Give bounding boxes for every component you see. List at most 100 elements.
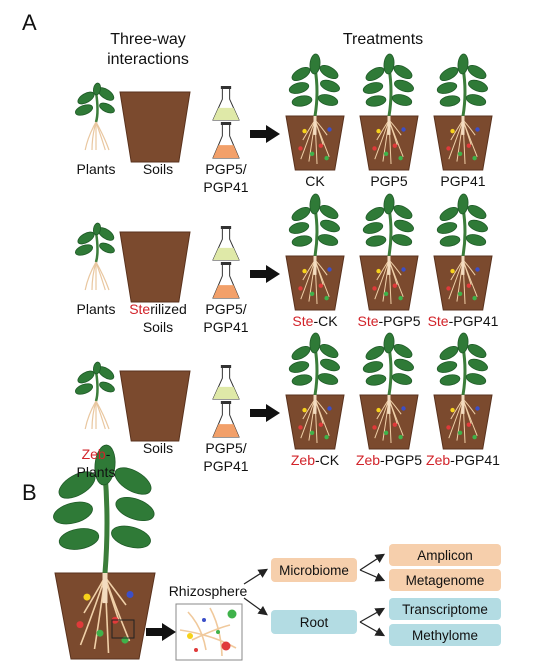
inoculum-label: PGP41	[203, 458, 248, 474]
leaf	[468, 358, 488, 372]
leaf	[467, 204, 487, 220]
microbiome-box	[271, 558, 357, 582]
inoculum-label: PGP5/	[205, 161, 246, 177]
microbe	[398, 155, 403, 161]
header-interactions: interactions	[107, 51, 189, 68]
soil-pot-body	[119, 231, 191, 303]
microbe	[327, 406, 332, 411]
treatment-arrow	[250, 125, 280, 143]
amplicon-box	[389, 544, 501, 566]
microbe	[475, 127, 480, 132]
treated-pot	[285, 332, 345, 450]
arrow-to-amplicon	[359, 553, 386, 571]
microbe	[466, 283, 471, 288]
leaf	[439, 206, 459, 222]
microbe	[450, 128, 455, 134]
microbe	[309, 151, 315, 156]
leaf	[317, 373, 339, 385]
flask-rim	[220, 86, 232, 89]
root	[91, 261, 97, 291]
soils-label: Soils	[143, 319, 173, 335]
leaf	[391, 94, 413, 106]
microbe	[318, 143, 323, 148]
microbe	[457, 430, 463, 435]
leaf	[365, 206, 385, 222]
treated-pot	[285, 53, 345, 171]
plants-label-part: Plants	[77, 301, 116, 317]
plant-seedling	[75, 361, 115, 430]
leaf	[362, 222, 384, 234]
microbe	[383, 430, 389, 435]
leaf	[92, 222, 102, 236]
microbe	[472, 434, 477, 440]
microbe	[472, 295, 477, 301]
treated-pot	[433, 193, 493, 311]
microbe	[372, 425, 377, 430]
inset-root	[187, 611, 207, 651]
microbe	[398, 434, 403, 440]
root-label: Root	[300, 615, 329, 630]
stem	[102, 472, 110, 574]
leaf	[114, 467, 152, 495]
inset-microbe	[221, 641, 231, 651]
leaf	[99, 242, 115, 254]
microbe	[401, 127, 406, 132]
soils-label: Sterilized	[129, 301, 187, 317]
soil-pot-body	[119, 91, 191, 163]
microbe	[401, 406, 406, 411]
inoculum-label: PGP41	[203, 179, 248, 195]
flask-culture	[213, 145, 239, 158]
microbe	[475, 267, 480, 272]
microbe	[372, 146, 377, 151]
leaf	[309, 53, 321, 75]
flask-pgp41	[212, 401, 240, 438]
microbiome-label: Microbiome	[279, 563, 349, 578]
soil-pot	[119, 231, 191, 303]
inset-root	[209, 607, 223, 657]
arrow-to-transcriptome	[359, 607, 386, 623]
arrow-to-metagenome	[359, 569, 386, 582]
microbe	[376, 268, 381, 274]
microbe	[446, 146, 451, 151]
leaf	[320, 358, 340, 372]
header-three-way: Three-way	[110, 31, 186, 48]
treated-pot	[359, 53, 419, 171]
leaf	[77, 91, 95, 105]
microbe	[392, 143, 397, 148]
soils-label: Soils	[143, 161, 173, 177]
microbe	[446, 425, 451, 430]
microbe	[324, 295, 329, 301]
root	[95, 261, 106, 291]
leaf	[465, 373, 487, 385]
leaf	[58, 528, 100, 550]
leaf	[92, 82, 102, 96]
treatment-label-part: Ste	[428, 313, 449, 329]
leaf	[436, 361, 458, 373]
leaf	[468, 219, 488, 233]
treated-pot	[359, 332, 419, 450]
inset-microbe	[202, 618, 206, 622]
microbe	[96, 629, 104, 637]
microbe	[392, 283, 397, 288]
root	[91, 400, 97, 430]
inoculum-label: PGP41	[203, 319, 248, 335]
treatment-label-part: Zeb	[291, 452, 315, 468]
amplicon-label: Amplicon	[417, 548, 473, 563]
leaf	[383, 193, 395, 215]
stem	[313, 207, 319, 257]
arrow-to-methylome	[359, 621, 386, 637]
plants-label-part: -	[106, 446, 111, 462]
treatment-label-part: -PGP41	[449, 313, 499, 329]
plants-label-line2: Plants	[77, 464, 116, 480]
treatment-label-part: PGP5	[370, 173, 408, 189]
leaf	[391, 234, 413, 246]
microbe	[298, 425, 303, 430]
stem	[387, 346, 393, 396]
microbe	[383, 291, 389, 296]
microbe	[298, 286, 303, 291]
leaf	[77, 370, 95, 384]
leaf	[436, 82, 458, 94]
leaf	[439, 345, 459, 361]
microbe	[309, 291, 315, 296]
